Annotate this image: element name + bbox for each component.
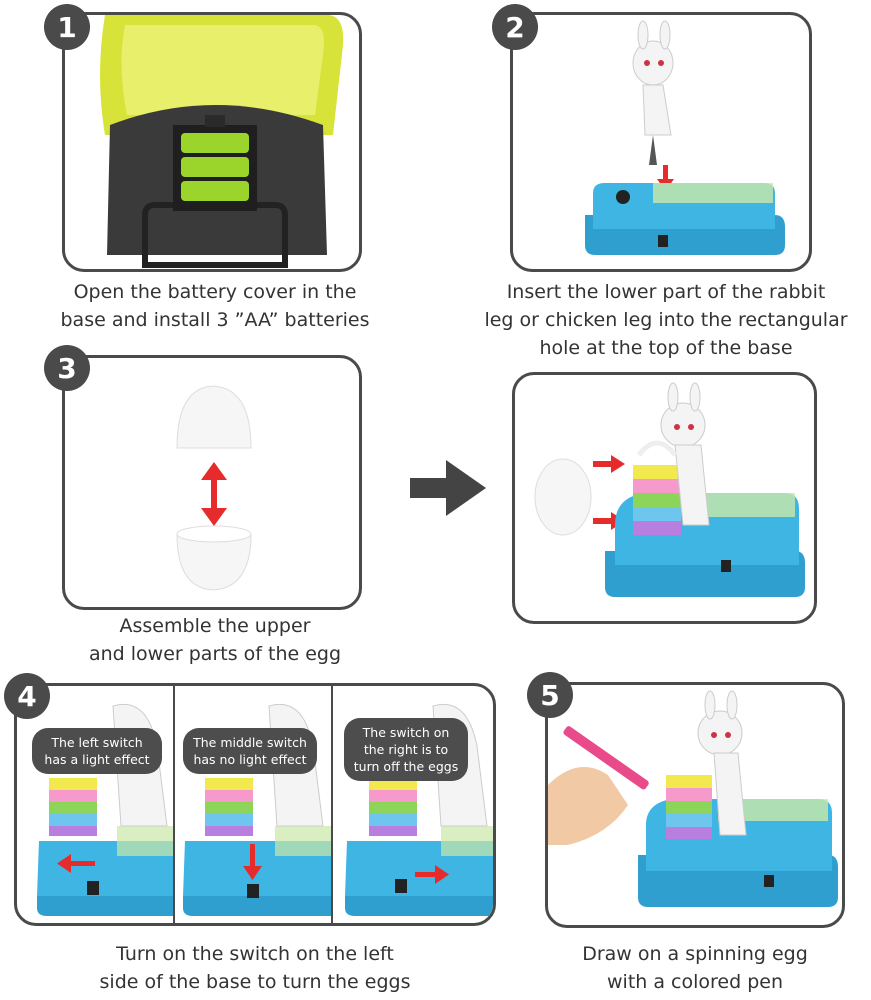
- step5-caption: Draw on a spinning egg with a colored pe…: [582, 943, 808, 993]
- assembled-egg-illustration: [534, 382, 805, 597]
- step1-panel: [62, 12, 362, 272]
- step2-caption: Insert the lower part of the rabbit leg …: [484, 281, 848, 359]
- step4-caption: Turn on the switch on the left side of t…: [99, 943, 411, 993]
- battery-compartment-illustration: [100, 15, 344, 268]
- step4-badge: 4: [4, 673, 50, 719]
- step3-caption: Assemble the upper and lower parts of th…: [88, 615, 342, 665]
- step1-badge: 1: [44, 4, 90, 50]
- right-switch-bubble: The switch on the right is to turn off t…: [344, 718, 468, 781]
- middle-switch-bubble: The middle switch has no light effect: [183, 728, 317, 774]
- left-switch-bubble: The left switch has a light effect: [32, 728, 162, 774]
- right-arrow-icon: [410, 458, 486, 518]
- rainbow-egg: [633, 465, 681, 535]
- step2-panel: [510, 12, 812, 272]
- rabbit-insert-illustration: [585, 20, 785, 255]
- draw-on-egg-illustration: [548, 690, 838, 907]
- step3-badge: 3: [44, 345, 90, 391]
- step5-badge: 5: [527, 672, 573, 718]
- step3-panel: [62, 355, 362, 610]
- step4-left-switch-view: [17, 686, 175, 923]
- step5-panel: [545, 682, 845, 928]
- step2-badge: 2: [492, 4, 538, 50]
- step4-middle-switch-view: [175, 686, 333, 923]
- egg-assembly-illustration: [176, 385, 252, 591]
- step1-caption: Open the battery cover in the base and i…: [60, 281, 370, 331]
- assembled-result-panel: [512, 372, 817, 624]
